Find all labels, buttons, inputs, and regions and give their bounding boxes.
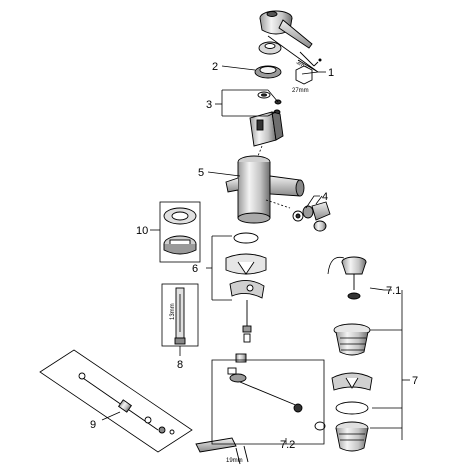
cartridge-part: [249, 111, 284, 147]
ball-joint-part: [292, 201, 331, 232]
waste-nut-part: [335, 421, 369, 452]
pipe-length-label: 19mm: [226, 458, 243, 464]
clamp-part: [229, 280, 265, 299]
callout-10: 10: [136, 225, 148, 237]
gasket-ring-part: [233, 232, 259, 244]
handle-cap-part: [258, 41, 282, 55]
wrench-size-label: 27mm: [292, 88, 309, 94]
ruler-rod-part: 13mm: [170, 287, 186, 345]
callout-6: 6: [192, 263, 198, 275]
mixer-body-part: [225, 155, 305, 224]
drain-plug-part: [341, 256, 367, 300]
rosette-cover-part: [163, 235, 197, 255]
callout-1: 1: [328, 67, 334, 79]
rosette-ring-part: [163, 207, 197, 225]
waste-gasket-part: [335, 401, 369, 415]
callout-9: 9: [90, 419, 96, 431]
retaining-ring-part: [254, 65, 282, 79]
threaded-rod-part: [242, 300, 252, 343]
callout-7-2: 7.2: [280, 439, 295, 451]
lever-handle-part: [259, 10, 313, 49]
pull-rod-part: [78, 372, 175, 435]
seal-ring-part: [257, 91, 282, 115]
callout-4: 4: [322, 191, 328, 203]
callout-8: 8: [177, 359, 183, 371]
callout-7-1: 7.1: [386, 285, 401, 297]
callout-3: 3: [206, 99, 212, 111]
drain-linkage-part: 19mm: [195, 353, 326, 465]
wrench-size-icon: 27mm: [292, 65, 313, 94]
mounting-washer-part: [225, 253, 267, 275]
callout-2: 2: [212, 61, 218, 73]
waste-bracket-part: [331, 372, 373, 391]
waste-body-part: [333, 323, 371, 356]
callout-5: 5: [198, 167, 204, 179]
callout-7: 7: [412, 375, 418, 387]
ruler-length-label: 13mm: [170, 303, 176, 320]
